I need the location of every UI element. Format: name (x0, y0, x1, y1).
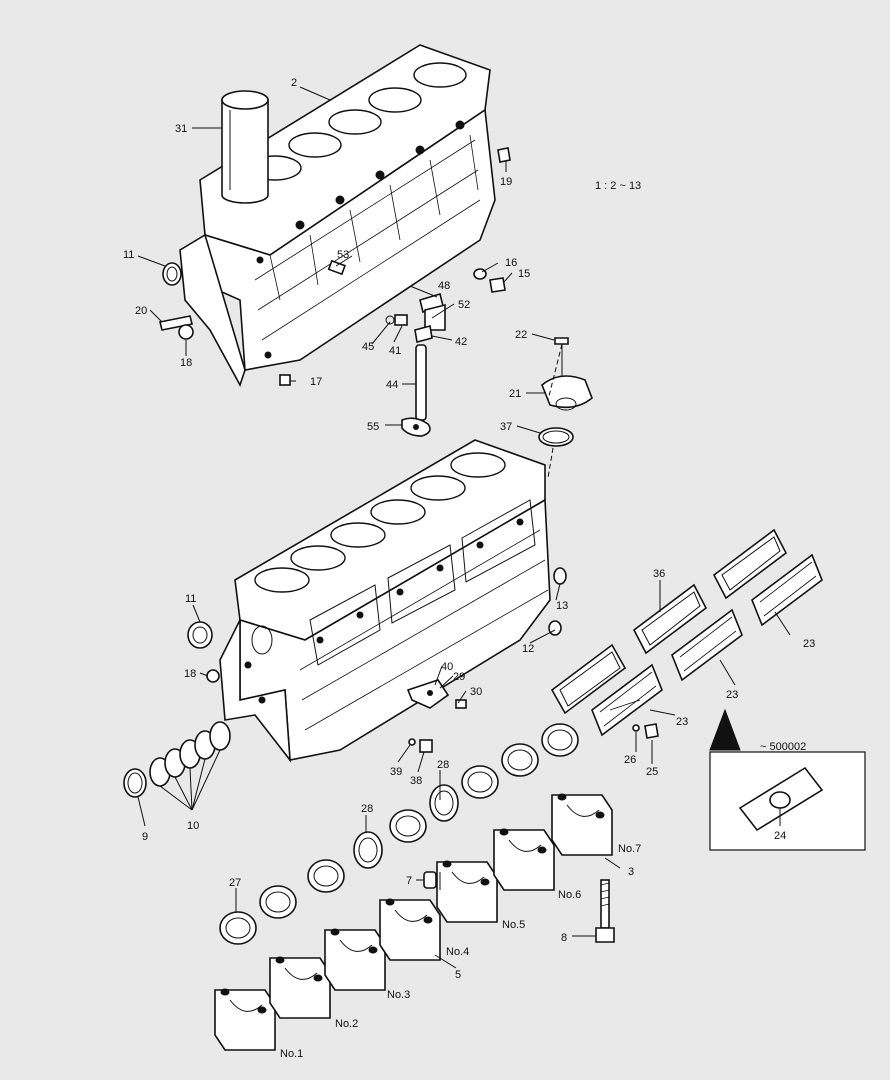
callout-38: 38 (410, 775, 422, 787)
callout-16: 16 (505, 257, 517, 269)
callout-55: 55 (367, 421, 379, 433)
callout-44: 44 (386, 379, 398, 391)
callout-7: 7 (406, 875, 412, 887)
inset-serial-box (709, 708, 866, 851)
callout-19: 19 (500, 176, 512, 188)
serial-note: ~ 500002 (760, 741, 806, 753)
callout-18-lower: 18 (184, 668, 196, 680)
callout-23-mid: 23 (726, 689, 738, 701)
callout-28-upper: 28 (437, 759, 449, 771)
main-bearing-caps (214, 793, 615, 1051)
leader-lines (137, 86, 791, 969)
lower-cylinder-block (219, 439, 551, 763)
callout-10: 10 (187, 820, 199, 832)
callout-45: 45 (362, 341, 374, 353)
cap-label-no7: No.7 (618, 843, 641, 855)
cap-label-no1: No.1 (280, 1048, 303, 1060)
callout-25: 25 (646, 766, 658, 778)
scale-note: 1 : 2 ~ 13 (595, 180, 641, 192)
callout-8: 8 (561, 932, 567, 944)
upper-block-small-parts (159, 147, 593, 447)
side-covers-and-gaskets (550, 528, 823, 739)
callout-21: 21 (509, 388, 521, 400)
callout-17: 17 (310, 376, 322, 388)
callout-12: 12 (522, 643, 534, 655)
callout-2: 2 (291, 77, 297, 89)
expansion-plugs (123, 721, 231, 798)
callout-5: 5 (455, 969, 461, 981)
callout-53: 53 (337, 249, 349, 261)
callout-24: 24 (774, 830, 786, 842)
callout-26: 26 (624, 754, 636, 766)
callout-20: 20 (135, 305, 147, 317)
callout-28-lower: 28 (361, 803, 373, 815)
callout-36: 36 (653, 568, 665, 580)
cap-label-no6: No.6 (558, 889, 581, 901)
callout-52: 52 (458, 299, 470, 311)
callout-labels: 1 : 2 ~ 13 ~ 500002 2 31 19 11 53 16 15 … (123, 77, 815, 1060)
upper-cylinder-block (179, 44, 496, 387)
callout-11-lower: 11 (185, 593, 196, 605)
callout-9: 9 (142, 831, 148, 843)
lower-block-small-parts (187, 567, 567, 753)
cylinder-liner (221, 90, 269, 204)
callout-3: 3 (628, 866, 634, 878)
callout-40: 40 (441, 661, 453, 673)
cap-label-no3: No.3 (387, 989, 410, 1001)
callout-23-right: 23 (803, 638, 815, 650)
callout-42: 42 (455, 336, 467, 348)
callout-48: 48 (438, 280, 450, 292)
callout-41: 41 (389, 345, 401, 357)
callout-30: 30 (470, 686, 482, 698)
callout-13: 13 (556, 600, 568, 612)
callout-31: 31 (175, 123, 187, 135)
main-bearings (219, 723, 579, 945)
callout-29: 29 (453, 671, 465, 683)
callout-27: 27 (229, 877, 241, 889)
cap-label-no5: No.5 (502, 919, 525, 931)
callout-11: 11 (123, 249, 134, 261)
callout-18: 18 (180, 357, 192, 369)
callout-39: 39 (390, 766, 402, 778)
callout-37: 37 (500, 421, 512, 433)
cap-label-no2: No.2 (335, 1018, 358, 1030)
callout-23-left: 23 (676, 716, 688, 728)
callout-22: 22 (515, 329, 527, 341)
callout-15: 15 (518, 268, 530, 280)
cap-label-no4: No.4 (446, 946, 469, 958)
